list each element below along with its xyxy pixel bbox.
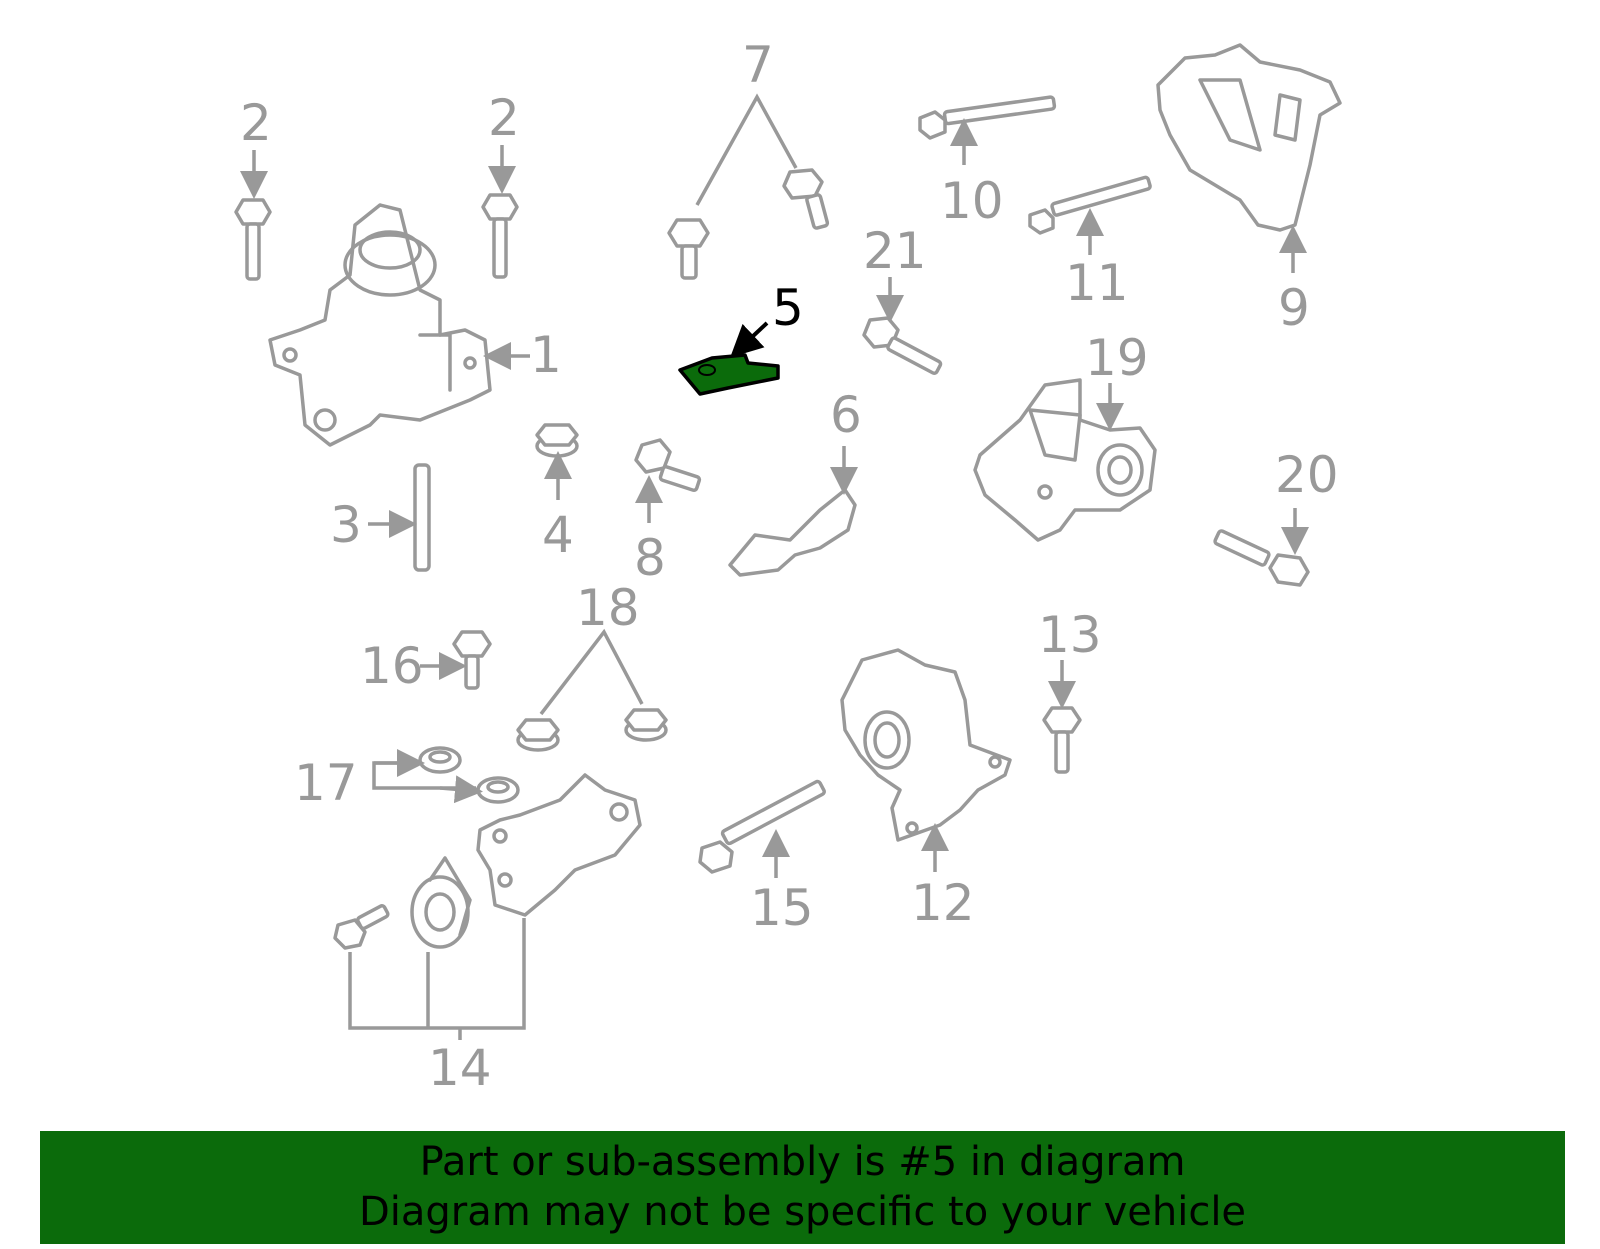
callout-11: 11	[1065, 254, 1129, 312]
leader-18	[539, 628, 644, 716]
callout-13: 13	[1038, 606, 1102, 664]
callout-20: 20	[1275, 446, 1339, 504]
callout-8: 8	[634, 529, 666, 587]
part-7-bolt-left	[667, 218, 710, 280]
callout-17: 17	[294, 754, 358, 812]
part-13-bolt	[1042, 706, 1082, 774]
part-10-long-bolt	[918, 95, 1057, 140]
part-3-stud	[413, 463, 431, 572]
part-4-nut	[535, 423, 579, 458]
callout-5: 5	[772, 279, 804, 337]
leader-17b	[439, 775, 483, 804]
callout-14: 14	[428, 1039, 492, 1097]
leader-14-frame	[348, 918, 526, 1030]
part-20-bolt	[1213, 529, 1310, 587]
part-7-bolt-right	[782, 168, 830, 230]
part-15-long-bolt	[698, 779, 826, 874]
callout-10: 10	[940, 172, 1004, 230]
callout-21: 21	[863, 222, 927, 280]
part-9-bracket	[1156, 43, 1342, 232]
banner-line-1: Part or sub-assembly is #5 in diagram	[419, 1139, 1186, 1185]
banner-line-2: Diagram may not be specific to your vehi…	[358, 1189, 1247, 1235]
callout-4: 4	[542, 506, 574, 564]
callout-1: 1	[530, 326, 562, 384]
part-11-long-bolt	[1028, 175, 1152, 235]
part-17-washers	[418, 746, 520, 804]
part-8-bolt	[634, 438, 702, 493]
part-2-bolt-left	[234, 198, 272, 281]
part-2-bolt-right	[481, 193, 519, 279]
callout-18: 18	[576, 579, 640, 637]
part-6-plate	[728, 488, 857, 577]
callout-19: 19	[1085, 329, 1149, 387]
callout-12: 12	[911, 874, 975, 932]
callout-2a: 2	[240, 94, 272, 152]
leader-5	[730, 321, 769, 358]
callout-7: 7	[742, 36, 774, 94]
callout-6: 6	[830, 386, 862, 444]
info-banner: Part or sub-assembly is #5 in diagram Di…	[40, 1131, 1565, 1244]
part-5-bracket	[678, 353, 780, 396]
leader-7	[695, 93, 798, 206]
part-19-mount	[973, 378, 1157, 542]
part-21-bolt	[862, 316, 943, 375]
part-14-bracket	[476, 773, 642, 917]
part-12-transmission-mount	[840, 648, 1012, 842]
part-16-bolt	[452, 630, 492, 690]
callout-9: 9	[1278, 279, 1310, 337]
callout-16: 16	[360, 637, 424, 695]
part-1-engine-mount	[268, 203, 492, 447]
callout-3: 3	[330, 496, 362, 554]
part-18-nuts	[516, 708, 668, 752]
callout-2b: 2	[488, 89, 520, 147]
part-14-bolt	[333, 904, 390, 950]
callout-15: 15	[750, 879, 814, 937]
part-14-bushing	[410, 856, 472, 949]
